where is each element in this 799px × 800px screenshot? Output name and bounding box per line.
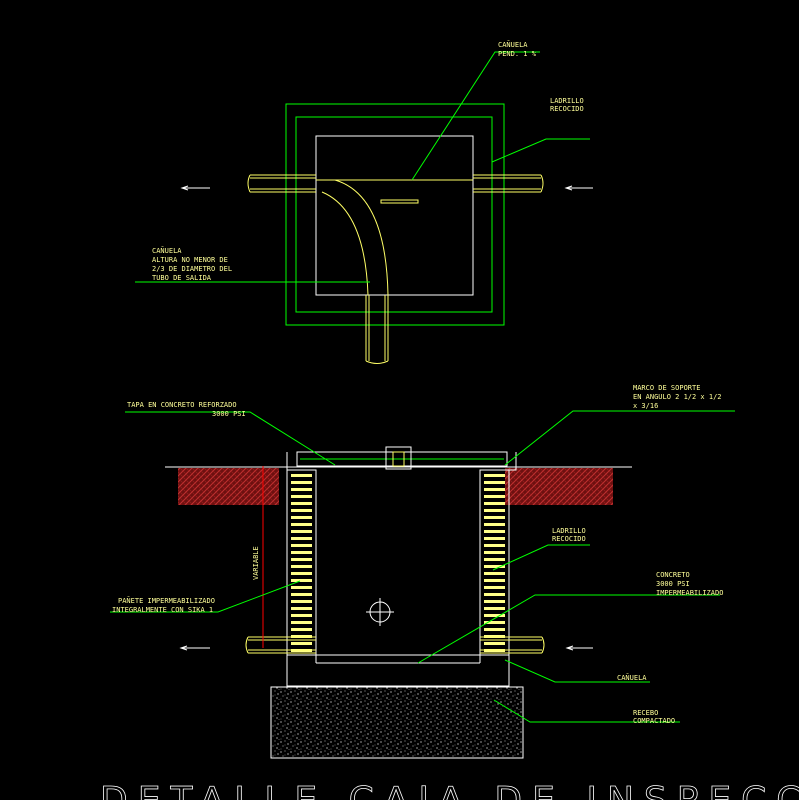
brick-course <box>484 565 505 568</box>
brick-course <box>484 488 505 491</box>
plan-view: CAÑUELA PEND. 1 % LADRILLO RECOCIDO CAÑU… <box>135 40 593 364</box>
plan-right-pipe <box>473 174 544 193</box>
brick-course <box>484 600 505 603</box>
section-flow-arrow-right <box>565 645 593 651</box>
concrete-label: CONCRETO 3000 PSI IMPERMEABILIZADO <box>656 571 723 597</box>
plan-curved-channel-outer <box>334 179 389 296</box>
brick-course <box>291 523 312 526</box>
brick-course <box>291 572 312 575</box>
brick-courses-right <box>484 474 505 652</box>
base-leader <box>493 699 680 723</box>
lid-label: TAPA EN CONCRETO REFORZADO 3000 PSI <box>127 401 246 418</box>
soil-right <box>505 468 613 505</box>
brick-course <box>484 530 505 533</box>
plan-middle-wall <box>295 116 493 313</box>
brick-course <box>291 586 312 589</box>
brick-course <box>484 516 505 519</box>
plan-brick-label: LADRILLO RECOCIDO <box>550 97 588 113</box>
brick-course <box>291 495 312 498</box>
plan-flow-arrow-right <box>564 185 593 191</box>
brick-course <box>291 614 312 617</box>
lid-leader <box>125 411 336 466</box>
brick-course <box>484 558 505 561</box>
brick-course <box>291 642 312 645</box>
soil-left <box>178 468 279 505</box>
plan-inner-wall <box>315 135 474 296</box>
brick-course <box>291 579 312 582</box>
brick-course <box>484 628 505 631</box>
brick-course <box>291 530 312 533</box>
section-channel-label: CAÑUELA <box>617 673 647 682</box>
section-right-pipe <box>480 636 545 654</box>
lid-handle-inner <box>392 451 405 467</box>
section-left-pipe <box>245 636 316 654</box>
plan-left-pipe <box>247 174 316 193</box>
brick-course <box>484 509 505 512</box>
brick-course <box>291 474 312 477</box>
section-brick-label: LADRILLO RECOCIDO <box>552 527 590 543</box>
brick-course <box>291 502 312 505</box>
brick-course <box>484 593 505 596</box>
brick-course <box>291 537 312 540</box>
section-flow-arrow-left <box>179 645 210 651</box>
brick-course <box>484 586 505 589</box>
section-channel-leader <box>504 659 650 683</box>
brick-course <box>484 481 505 484</box>
plaster-label: PAÑETE IMPERMEABILIZADO INTEGRALMENTE CO… <box>112 596 219 614</box>
brick-course <box>484 495 505 498</box>
section-view: VARIABLE TAPA EN CONCRETO REFORZADO 3000… <box>110 384 735 759</box>
frame-label: MARCO DE SOPORTE EN ANGULO 2 1/2 x 1/2 x… <box>633 384 726 410</box>
brick-course <box>484 502 505 505</box>
plan-grate-slot <box>380 199 419 204</box>
brick-course <box>484 537 505 540</box>
brick-courses-left <box>291 474 312 652</box>
brick-course <box>291 516 312 519</box>
brick-course <box>291 593 312 596</box>
plan-flow-arrow-left <box>180 185 210 191</box>
brick-course <box>484 579 505 582</box>
brick-course <box>291 544 312 547</box>
plan-channel-height-label: CAÑUELA ALTURA NO MENOR DE 2/3 DE DIAMET… <box>152 246 236 282</box>
variable-dimension-label: VARIABLE <box>252 546 260 580</box>
brick-course <box>291 600 312 603</box>
brick-course <box>484 544 505 547</box>
compacted-fill <box>270 686 524 759</box>
frame-leader <box>504 410 735 466</box>
plaster-leader <box>110 580 301 613</box>
brick-course <box>291 481 312 484</box>
brick-course <box>291 558 312 561</box>
brick-course <box>484 551 505 554</box>
concrete-base-slab <box>286 654 510 687</box>
brick-course <box>484 621 505 624</box>
lid-handle <box>385 446 412 470</box>
brick-course <box>484 523 505 526</box>
concrete-leader <box>417 594 720 664</box>
drawing-title: DETALLE CAJA DE INSPECCION <box>100 780 799 800</box>
brick-course <box>484 607 505 610</box>
brick-course <box>484 474 505 477</box>
brick-course <box>484 614 505 617</box>
brick-course <box>291 628 312 631</box>
brick-course <box>291 607 312 610</box>
plan-channel-leader <box>411 51 540 181</box>
outlet-pipe-symbol <box>366 598 394 626</box>
brick-course <box>291 551 312 554</box>
plan-outlet-pipe <box>365 295 389 364</box>
plan-brick-leader <box>491 138 590 163</box>
brick-course <box>291 488 312 491</box>
section-brick-leader <box>492 544 590 571</box>
brick-course <box>291 565 312 568</box>
plan-outer-wall <box>285 103 505 326</box>
brick-course <box>291 509 312 512</box>
brick-course <box>484 642 505 645</box>
brick-course <box>484 572 505 575</box>
plan-curved-channel <box>321 191 369 296</box>
plan-channel-label: CAÑUELA PEND. 1 % <box>498 40 537 58</box>
brick-course <box>291 621 312 624</box>
base-label: RECEBO COMPACTADO <box>633 709 675 725</box>
